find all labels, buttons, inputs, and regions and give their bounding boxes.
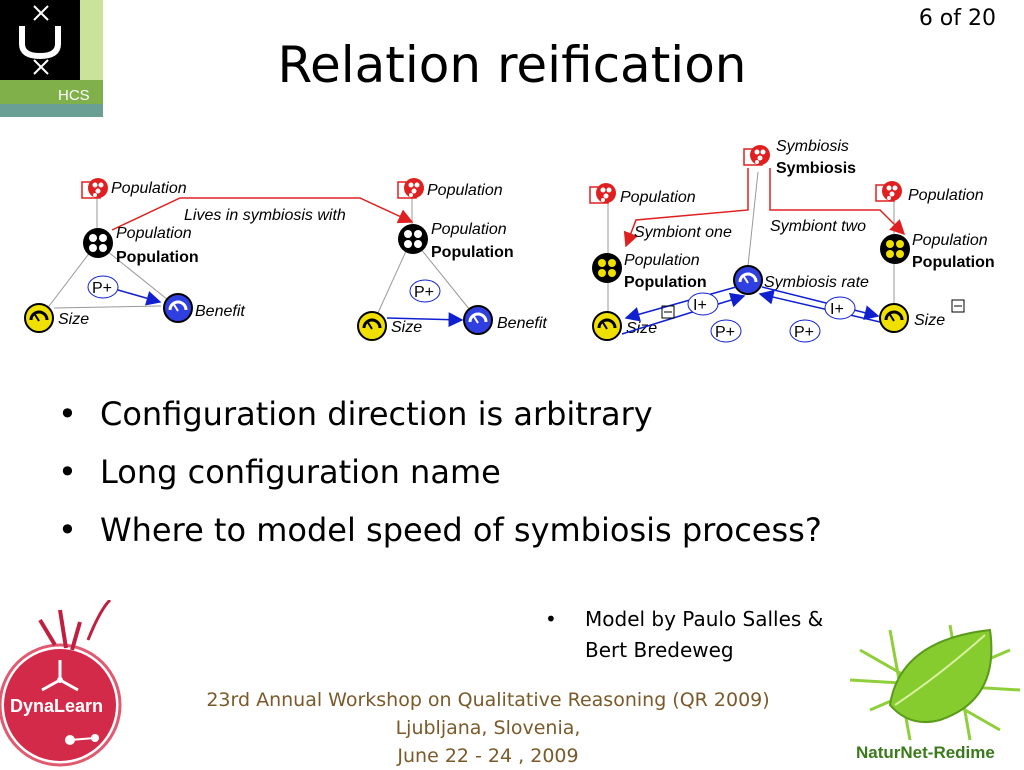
entity-name-italic: Population	[116, 225, 192, 242]
size-label: Size	[58, 311, 89, 328]
symbiosis-label-bold: Symbiosis	[776, 160, 856, 177]
p-plus-label: P+	[414, 284, 434, 301]
page-number: 6 of 20	[918, 6, 996, 31]
dynalearn-logo: DynaLearn	[0, 600, 122, 767]
naturnet-redime-logo: NaturNet-Redime	[850, 624, 1021, 762]
population-label: Population	[620, 189, 696, 206]
model-credit: Model by Paulo Salles & Bert Bredeweg	[545, 604, 885, 666]
symbiosis-entity-icon	[743, 144, 771, 166]
entity-name-italic: Population	[912, 232, 988, 249]
p-plus-label: P+	[715, 324, 735, 341]
dynalearn-text: DynaLearn	[10, 696, 103, 716]
credit-line: Bert Bredeweg	[585, 638, 734, 662]
quantity-icon	[356, 310, 388, 342]
model-diagrams: Population Population Lives in symbiosis…	[23, 138, 995, 343]
quantity-icon	[591, 310, 623, 342]
symbiosis-label-italic: Symbiosis	[776, 138, 849, 155]
population-entity-icon	[81, 177, 109, 199]
footer-line: 23rd Annual Workshop on Qualitative Reas…	[206, 689, 770, 711]
population-entity-icon	[589, 182, 617, 204]
quantity-icon	[23, 302, 55, 334]
size-label: Size	[391, 319, 422, 336]
credit-line: Model by Paulo Salles &	[585, 607, 824, 631]
relation-label: Lives in symbiosis with	[184, 207, 346, 224]
bullet-item: Configuration direction is arbitrary	[58, 385, 822, 443]
size-label: Size	[914, 312, 945, 329]
population-entity-icon	[592, 253, 622, 283]
symbiosis-rate-icon	[732, 264, 764, 296]
benefit-label: Benefit	[497, 315, 547, 332]
right-diagram: Symbiosis Symbiosis Population Populatio…	[589, 138, 995, 343]
slide-title: Relation reification	[277, 36, 747, 94]
bullet-item: Where to model speed of symbiosis proces…	[58, 501, 822, 559]
entity-name-italic: Population	[431, 221, 507, 238]
population-entity-icon	[397, 177, 425, 199]
value-icon	[661, 299, 965, 319]
symbiont-two-label: Symbiont two	[770, 218, 866, 235]
population-entity-icon	[875, 180, 903, 202]
population-entity-icon	[398, 224, 428, 254]
quantity-icon	[878, 302, 910, 334]
footer-line: June 22 - 24 , 2009	[397, 745, 579, 767]
footer: 23rd Annual Workshop on Qualitative Reas…	[200, 686, 776, 770]
quantity-icon	[462, 304, 494, 336]
uva-hcs-logo: HCS	[0, 0, 103, 117]
i-plus-label: I+	[693, 297, 707, 314]
population-entity-icon	[83, 228, 113, 258]
entity-name-bold: Population	[912, 254, 995, 271]
entity-name-italic: Population	[624, 252, 700, 269]
naturnet-text: NaturNet-Redime	[856, 743, 995, 762]
benefit-label: Benefit	[195, 303, 245, 320]
entity-name-bold: Population	[116, 249, 199, 266]
symbiont-one-label: Symbiont one	[634, 224, 732, 241]
bullet-list: Configuration direction is arbitrary Lon…	[58, 385, 822, 559]
population-label: Population	[111, 180, 187, 197]
symbiosis-rate-label: Symbiosis rate	[764, 274, 869, 291]
population-entity-icon	[880, 234, 910, 264]
p-plus-label: P+	[794, 324, 814, 341]
footer-line: Ljubljana, Slovenia,	[395, 717, 581, 739]
p-plus-label: P+	[92, 280, 112, 297]
hcs-logo-text: HCS	[58, 87, 90, 104]
i-plus-label: I+	[830, 301, 844, 318]
quantity-icon	[162, 292, 194, 324]
left-diagram: Population Population Lives in symbiosis…	[23, 177, 547, 342]
bullet-item: Long configuration name	[58, 443, 822, 501]
population-label: Population	[427, 182, 503, 199]
population-label: Population	[908, 187, 984, 204]
entity-name-bold: Population	[431, 244, 514, 261]
entity-name-bold: Population	[624, 274, 707, 291]
